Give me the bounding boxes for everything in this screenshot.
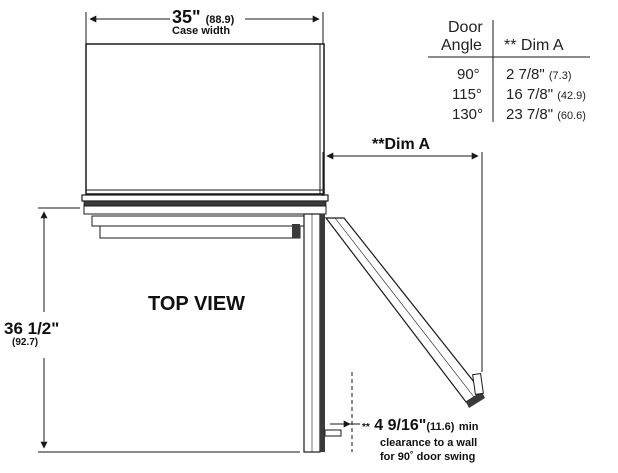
table-row-angle: 115° — [452, 86, 482, 103]
table-header-door: Door — [448, 19, 483, 36]
table-row-dim: 2 7/8" (7.3) — [506, 66, 572, 83]
case-width-dimension — [85, 12, 324, 45]
clearance-dimension — [330, 372, 360, 452]
dim-a-label: **Dim A — [372, 136, 431, 153]
depth-dimension — [38, 207, 300, 453]
view-label: TOP VIEW — [148, 293, 246, 315]
case-width-label: Case width — [172, 25, 231, 37]
clearance-prefix: ** — [362, 422, 370, 433]
table-row-metric: (7.3) — [548, 70, 572, 82]
cabinet-lip — [40, 194, 329, 215]
clearance-suffix: min — [458, 421, 479, 433]
table-row-dim: 23 7/8" (60.6) — [506, 106, 586, 123]
door-panel — [303, 213, 342, 453]
drawer-handle — [91, 215, 307, 239]
case-width-value: 35" (88.9) — [172, 7, 235, 27]
open-door-swing — [324, 217, 485, 408]
dim-a-dimension — [322, 152, 483, 372]
table-header-dim-a: ** Dim A — [504, 37, 564, 54]
table-row-metric: (42.9) — [557, 90, 586, 102]
depth-metric: (92.7) — [12, 337, 39, 348]
table-row-angle: 90° — [457, 66, 480, 83]
table-row-metric: (60.6) — [557, 110, 586, 122]
clearance-value: ** 4 9/16"(11.6) min — [362, 417, 479, 434]
table-row-angle: 130° — [452, 106, 484, 123]
table-header-angle: Angle — [441, 37, 482, 54]
clearance-metric: (11.6) — [426, 421, 455, 433]
case-width-metric: (88.9) — [205, 14, 235, 26]
table-row-dim: 16 7/8" (42.9) — [506, 86, 586, 103]
depth-value: 36 1/2" — [4, 319, 60, 338]
clearance-line2: clearance to a wall — [380, 437, 478, 449]
cabinet-top-body — [85, 43, 325, 195]
door-table-lines — [428, 20, 590, 122]
clearance-line3: for 90˚ door swing — [380, 451, 476, 463]
